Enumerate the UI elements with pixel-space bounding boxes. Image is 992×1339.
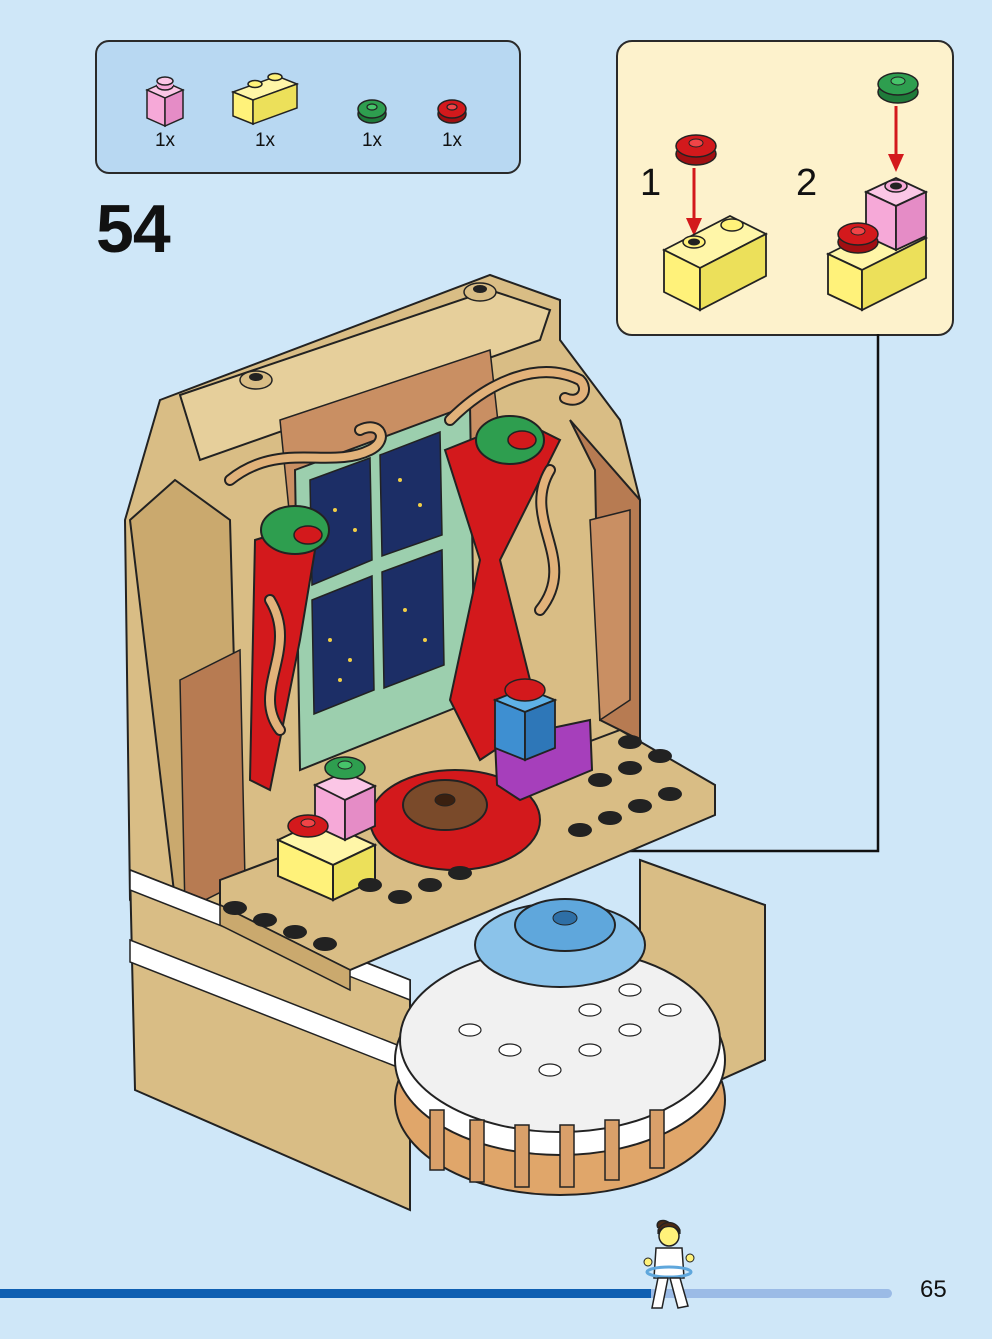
placed-new-parts [275, 756, 378, 902]
part-pink-brick: 1x [135, 72, 195, 152]
step-number: 54 [96, 191, 171, 267]
window-panes [293, 403, 477, 772]
part-green-flower: 1x [342, 94, 402, 152]
parts-list-panel: 1x 1x 1x 1x [95, 40, 521, 174]
sub-step-label: 2 [796, 162, 818, 204]
sub-build-panel: 1 2 [616, 40, 954, 336]
running-minifigure-icon [643, 1219, 695, 1309]
part-quantity: 1x [254, 130, 276, 151]
red-turntable [369, 769, 541, 871]
white-round-platform [394, 947, 726, 1196]
sub-step-label: 1 [640, 162, 662, 204]
part-red-flower: 1x [422, 94, 482, 152]
flower-clusters [260, 415, 545, 555]
gift-boxes [492, 678, 594, 802]
blue-turntable [474, 898, 646, 988]
page-number: 65 [920, 1276, 947, 1303]
sub-step-1-illustration [662, 134, 768, 312]
part-quantity: 1x [154, 130, 176, 151]
red-curtains [248, 418, 562, 792]
red-flower-plate-icon [437, 99, 467, 124]
progress-bar-fill [0, 1289, 652, 1298]
pink-1x1-brick-icon [145, 76, 185, 128]
green-flower-plate-icon [357, 99, 387, 124]
gold-swirl-decorations [224, 366, 590, 736]
sub-step-2-illustration [825, 72, 929, 312]
part-quantity: 1x [361, 130, 383, 151]
progress-bar [0, 1289, 892, 1298]
part-yellow-brick: 1x [225, 64, 305, 152]
sub-build-illustration [662, 72, 929, 312]
part-quantity: 1x [441, 130, 463, 151]
top-studs [239, 282, 497, 390]
stage-studs [223, 735, 682, 951]
yellow-1x2-brick-icon [230, 72, 300, 126]
